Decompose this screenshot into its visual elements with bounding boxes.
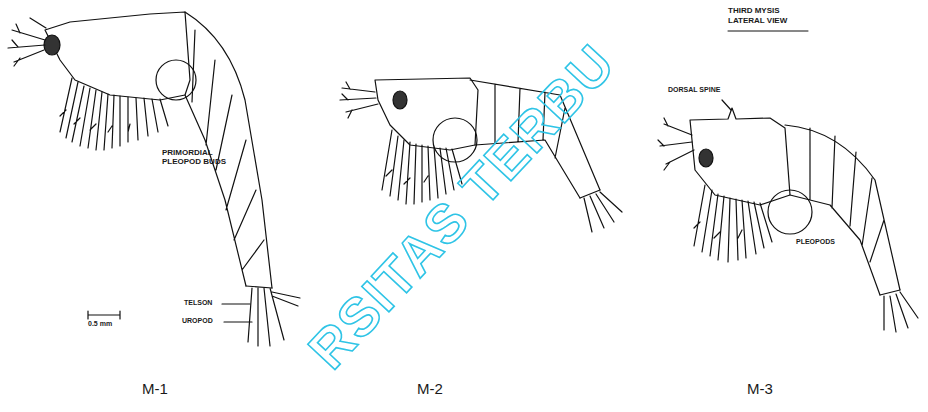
eye — [44, 35, 60, 55]
abdomen — [785, 125, 900, 295]
antennae — [340, 82, 378, 118]
setae — [694, 185, 772, 262]
stage-label: M-1 — [142, 380, 168, 397]
part-label: UROPOD — [182, 317, 213, 324]
telson-fan — [580, 190, 622, 232]
stage-label: M-2 — [417, 380, 443, 397]
carapace — [690, 108, 790, 205]
eye — [393, 91, 407, 109]
part-label: PRIMORDIAL PLEOPOD BUDS — [162, 148, 228, 166]
eye — [699, 149, 713, 167]
antennae — [658, 118, 694, 170]
leader-line — [722, 100, 731, 110]
watermark: RSITAS TERBU — [296, 32, 627, 381]
part-label: PLEOPODS — [796, 238, 835, 245]
antennae — [8, 18, 46, 66]
part-label: TELSON — [184, 299, 212, 306]
stage-label: M-3 — [747, 380, 773, 397]
scale-bar — [88, 311, 120, 319]
telson-fan — [246, 286, 300, 346]
scale-label: 0.5 mm — [88, 320, 112, 327]
highlight-circle — [156, 60, 196, 100]
title-underline — [728, 31, 808, 32]
setae — [60, 78, 168, 150]
part-label: DORSAL SPINE — [668, 86, 720, 93]
leader-line — [222, 304, 252, 322]
title-label: THIRD MYSIS LATERAL VIEW — [728, 6, 812, 25]
telson-fan — [880, 290, 918, 332]
highlight-circle — [768, 190, 812, 234]
carapace — [45, 12, 190, 100]
